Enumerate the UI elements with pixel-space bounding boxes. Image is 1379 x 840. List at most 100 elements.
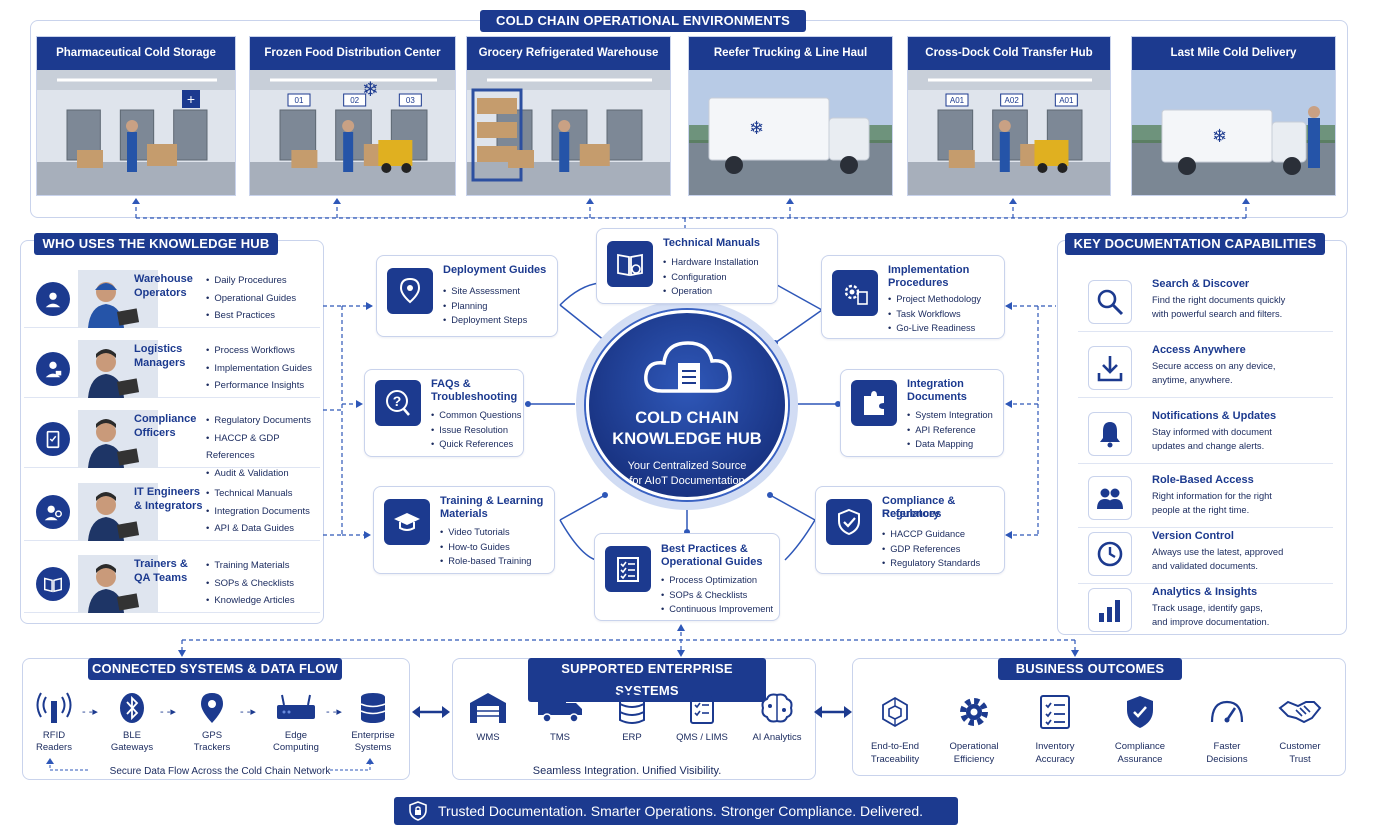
list-item: Video Tutorials [440,525,531,540]
user-role-label: Logistics Managers [134,343,186,369]
environment-scene-illustration: ❄ [1132,70,1335,195]
user-row[interactable]: Trainers & QA Teams Training Materials S… [24,549,320,613]
gear-checklist-icon [832,270,878,316]
clock-icon [1088,532,1132,576]
user-manager-icon [36,352,70,386]
capability-description: Stay informed with document updates and … [1152,426,1332,453]
list-item: Performance Insights [206,377,312,395]
list-item: System Integration [907,408,993,423]
gps-tracker: GPS Trackers [184,690,240,754]
user-role-items: Regulatory Documents HACCP & GDP Referen… [206,412,320,482]
list-item: Audit & Validation [206,465,320,483]
hub-circle[interactable] [586,310,788,500]
environments-header: COLD CHAIN OPERATIONAL ENVIRONMENTS [480,10,806,32]
training-materials-card[interactable]: Training & Learning Materials Video Tuto… [373,486,555,574]
technical-manuals-card[interactable]: Technical Manuals Hardware Installation … [596,228,778,304]
shield-check-icon [826,499,872,545]
implementation-title-line1: Implementation [888,264,970,276]
capability-desc-line1: Stay informed with document [1152,427,1272,437]
compliance-title-line1: Compliance & Regulatory [882,495,956,520]
flow-arrow-icon: - -▸ [326,706,342,718]
capability-row[interactable]: Notifications & Updates Stay informed wi… [1078,402,1333,464]
gps-label-line2: Trackers [193,742,231,753]
ble-gateway: BLE Gateways [104,690,160,754]
erp-label: ERP [622,732,642,743]
user-row[interactable]: IT Engineers & Integrators Technical Man… [24,477,320,541]
capability-desc-line2: and validated documents. [1152,560,1258,571]
capability-desc-line1: Always use the latest, approved [1152,547,1284,557]
user-row[interactable]: Compliance Officers Regulatory Documents… [24,404,320,479]
list-item: Configuration [663,270,759,285]
implementation-procedures-card[interactable]: Implementation Procedures Project Method… [821,255,1005,339]
outcome-traceability: End-to-End Traceability [855,694,935,766]
graduation-cap-icon [384,499,430,545]
list-item: Go-Live Readiness [888,321,981,336]
list-item: Knowledge Articles [206,592,294,610]
environment-card-title: Last Mile Cold Delivery [1132,37,1335,70]
capabilities-header: KEY DOCUMENTATION CAPABILITIES [1065,233,1325,255]
manual-book-icon [607,241,653,287]
capability-row[interactable]: Access Anywhere Secure access on any dev… [1078,336,1333,398]
outcome-trust-line1: Customer [1279,741,1321,752]
integration-title-line1: Integration [907,378,964,390]
capability-desc-line1: Right information for the right [1152,491,1272,501]
list-item: API Reference [907,423,993,438]
integration-documents-card[interactable]: Integration Documents System Integration… [840,369,1004,457]
outcome-compliance: Compliance Assurance [1100,694,1180,766]
user-portrait-illustration [78,483,158,541]
list-item: GDP References [882,542,980,557]
user-portrait-illustration [78,555,158,613]
rfid-label-line1: RFID [42,730,66,741]
wms-label: WMS [476,732,500,743]
ble-label-line1: BLE [123,730,141,741]
capability-title: Version Control [1152,530,1234,542]
svg-text:❄: ❄ [1212,126,1227,147]
capability-title: Access Anywhere [1152,344,1246,356]
environment-card[interactable]: Last Mile Cold Delivery ❄ [1131,36,1336,196]
capability-row[interactable]: Role-Based Access Right information for … [1078,466,1333,528]
list-item: Implementation Guides [206,360,312,378]
user-hardhat-icon [36,282,70,316]
user-row[interactable]: Warehouse Operators Daily Procedures Ope… [24,264,320,328]
environment-card[interactable]: Reefer Trucking & Line Haul ❄ [688,36,893,196]
outcome-trust: Customer Trust [1260,694,1340,766]
environment-scene-illustration [467,70,670,195]
edge-label-line2: Computing [273,742,319,753]
user-role-label: Warehouse Operators [134,273,193,299]
deployment-guides-card[interactable]: Deployment Guides Site Assessment Planni… [376,255,558,337]
cube-network-icon [882,696,908,728]
user-portrait-illustration [78,340,158,398]
list-item: Operational Guides [206,290,296,308]
deployment-guides-items: Site Assessment Planning Deployment Step… [443,284,527,328]
list-item: Process Optimization [661,573,773,588]
outcome-compliance-line2: Assurance [1117,754,1163,765]
environment-card[interactable]: Grocery Refrigerated Warehouse [466,36,671,196]
speedometer-icon [1210,700,1244,723]
best-practices-title-line1: Best Practices & [661,543,748,555]
checklist-icon [1040,695,1070,729]
capability-row[interactable]: Version Control Always use the latest, a… [1078,522,1333,584]
list-item: Regulatory Standards [882,556,980,571]
outcome-traceability-line1: End-to-End [870,741,920,752]
environment-card[interactable]: Pharmaceutical Cold Storage + [36,36,236,196]
capability-description: Find the right documents quickly with po… [1152,294,1332,321]
svg-text:A01: A01 [950,96,965,105]
faqs-card[interactable]: ? FAQs & Troubleshooting Common Question… [364,369,524,457]
list-item: Site Assessment [443,284,527,299]
compliance-references-card[interactable]: Compliance & Regulatory References HACCP… [815,486,1005,574]
svg-text:+: + [187,91,195,107]
best-practices-card[interactable]: Best Practices & Operational Guides Proc… [594,533,780,621]
question-bubble-icon: ? [375,380,421,426]
double-arrow-icon [814,706,852,718]
capability-desc-line1: Find the right documents quickly [1152,295,1286,305]
capability-row[interactable]: Search & Discover Find the right documen… [1078,270,1333,332]
best-practices-title-line2: Operational Guides [661,556,763,568]
compliance-title-line2: References [882,508,942,520]
flow-arrow-icon: - -▸ [160,706,176,718]
user-row[interactable]: Logistics Managers Process Workflows Imp… [24,334,320,398]
capability-row[interactable]: Analytics & Insights Track usage, identi… [1078,578,1333,640]
